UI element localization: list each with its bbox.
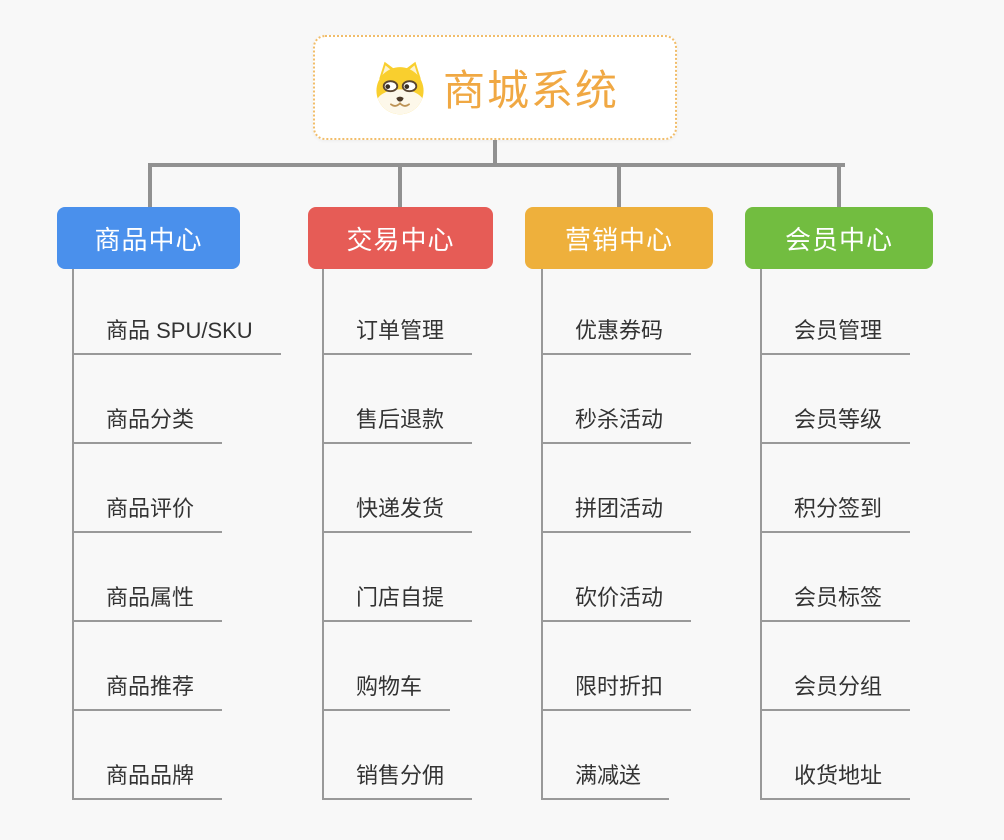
leaf-node[interactable]: 商品品牌 [72,758,223,800]
leaf-node[interactable]: 商品分类 [72,402,223,444]
branch-header-product-center[interactable]: 商品中心 [57,207,240,269]
leaf-node[interactable]: 订单管理 [322,313,473,355]
dog-face-icon [371,59,429,117]
branch-header-member-center[interactable]: 会员中心 [745,207,933,269]
leaf-node[interactable]: 拼团活动 [541,491,692,533]
leaf-node[interactable]: 门店自提 [322,580,473,622]
branch-header-marketing-center[interactable]: 营销中心 [525,207,713,269]
leaf-node[interactable]: 销售分佣 [322,758,473,800]
leaf-node[interactable]: 会员管理 [760,313,911,355]
leaf-node[interactable]: 会员等级 [760,402,911,444]
connector-drop-trade [398,163,402,209]
branch-spine [72,269,74,800]
connector-drop-member [837,163,841,209]
branch-spine [760,269,762,800]
leaf-node[interactable]: 售后退款 [322,402,473,444]
branch-items-member-center: 会员管理 会员等级 积分签到 会员标签 会员分组 收货地址 [760,266,911,800]
connector-drop-marketing [617,163,621,209]
leaf-node[interactable]: 收货地址 [760,758,911,800]
leaf-node[interactable]: 商品评价 [72,491,223,533]
leaf-node[interactable]: 满减送 [541,758,670,800]
branch-items-marketing-center: 优惠券码 秒杀活动 拼团活动 砍价活动 限时折扣 满减送 [541,266,692,800]
leaf-node[interactable]: 砍价活动 [541,580,692,622]
branch-items-product-center: 商品 SPU/SKU 商品分类 商品评价 商品属性 商品推荐 商品品牌 [72,266,281,800]
leaf-node[interactable]: 商品推荐 [72,669,223,711]
connector-drop-product [148,163,152,209]
branch-header-trade-center[interactable]: 交易中心 [308,207,493,269]
leaf-node[interactable]: 会员标签 [760,580,911,622]
leaf-node[interactable]: 优惠券码 [541,313,692,355]
leaf-node[interactable]: 限时折扣 [541,669,692,711]
leaf-node[interactable]: 购物车 [322,669,451,711]
branch-spine [541,269,543,800]
branch-spine [322,269,324,800]
branch-items-trade-center: 订单管理 售后退款 快递发货 门店自提 购物车 销售分佣 [322,266,473,800]
connector-horizontal [148,163,845,167]
root-node[interactable]: 商城系统 [313,35,677,140]
connector-root-stub [493,140,497,167]
leaf-node[interactable]: 商品属性 [72,580,223,622]
leaf-node[interactable]: 会员分组 [760,669,911,711]
leaf-node[interactable]: 商品 SPU/SKU [72,313,281,355]
leaf-node[interactable]: 快递发货 [322,491,473,533]
leaf-node[interactable]: 积分签到 [760,491,911,533]
leaf-node[interactable]: 秒杀活动 [541,402,692,444]
root-title: 商城系统 [442,67,619,114]
